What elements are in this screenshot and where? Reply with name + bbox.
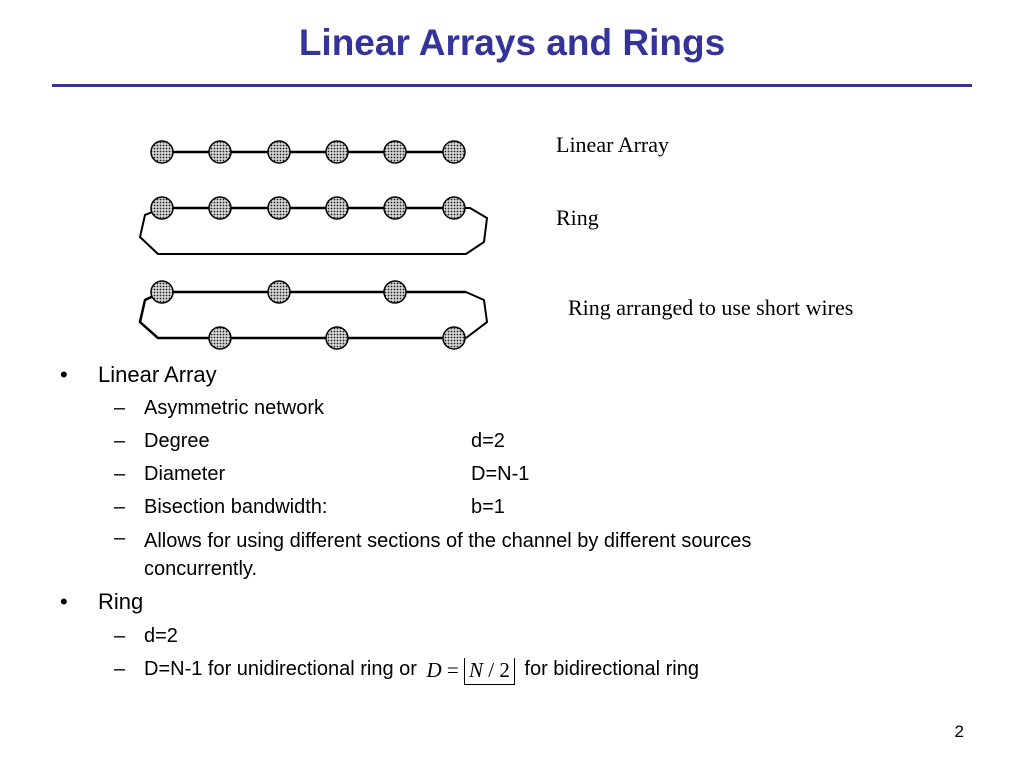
linear-array-graph [150,140,466,164]
sub-item-text: Bisection bandwidth: [144,496,328,518]
dash-marker: – [114,430,126,452]
sub-item-text: Asymmetric network [144,397,325,419]
sub-item: – Degree d=2 [114,430,505,453]
bullet-linear-array: • Linear Array [60,362,217,388]
dash-marker: – [114,496,126,518]
label-ring: Ring [556,205,599,230]
folded-ring-node [267,280,291,304]
linear-node [267,140,291,164]
bullet-text: Linear Array [98,362,217,387]
floor-bracket: N / 2 [463,658,515,685]
label-linear-array: Linear Array [556,132,669,157]
ring-node [442,196,466,220]
dash-marker: – [114,625,126,647]
label-ring-short-wires: Ring arranged to use short wires [568,295,854,320]
linear-node [442,140,466,164]
ring-graph [138,196,489,255]
ring-node [267,196,291,220]
folded-ring-node [325,326,349,350]
sub-item-text: Degree [144,430,210,452]
linear-node [208,140,232,164]
folded-ring-node [383,280,407,304]
sub-item-value: b=1 [471,496,505,518]
title-divider [52,84,972,87]
linear-node [150,140,174,164]
formula-denominator: 2 [499,658,510,682]
bullet-text: Ring [98,589,144,614]
ring-node [325,196,349,220]
bullet-marker: • [60,362,68,387]
folded-ring-graph [138,280,489,350]
dash-marker: – [114,463,126,485]
diameter-formula: D = N / 2 [426,658,515,685]
formula-lhs: D [426,658,442,682]
formula-equals: = [446,658,459,682]
sub-item-text: Allows for using different sections of t… [144,530,752,580]
sub-item-text: Diameter [144,463,226,485]
sub-item-text-tail: for bidirectional ring [524,658,699,680]
bullet-ring: • Ring [60,589,144,615]
sub-item: – D=N-1 for unidirectional ring or D = N… [114,658,699,685]
sub-item: – Diameter D=N-1 [114,463,529,486]
sub-item: – Allows for using different sections of… [114,527,864,583]
folded-ring-node [442,326,466,350]
formula-numerator: N [468,658,483,682]
sub-item: – Asymmetric network [114,397,325,420]
sub-item-text: D=N-1 for unidirectional ring or [144,658,417,680]
dash-marker: – [114,397,126,419]
folded-ring-node [150,280,174,304]
ring-node [208,196,232,220]
topology-diagram [138,140,489,350]
dash-marker: – [114,527,126,549]
formula-divide: / [488,658,495,682]
sub-item-value: D=N-1 [471,463,530,485]
sub-item-text: d=2 [144,625,178,647]
linear-node [383,140,407,164]
bullet-marker: • [60,589,68,614]
sub-item-value: d=2 [471,430,505,452]
folded-ring-node [208,326,232,350]
dash-marker: – [114,658,126,680]
page-number: 2 [954,722,964,741]
sub-item: – d=2 [114,625,178,648]
linear-node [325,140,349,164]
ring-node [150,196,174,220]
ring-node [383,196,407,220]
page-title: Linear Arrays and Rings [298,22,726,63]
sub-item: – Bisection bandwidth: b=1 [114,496,505,519]
